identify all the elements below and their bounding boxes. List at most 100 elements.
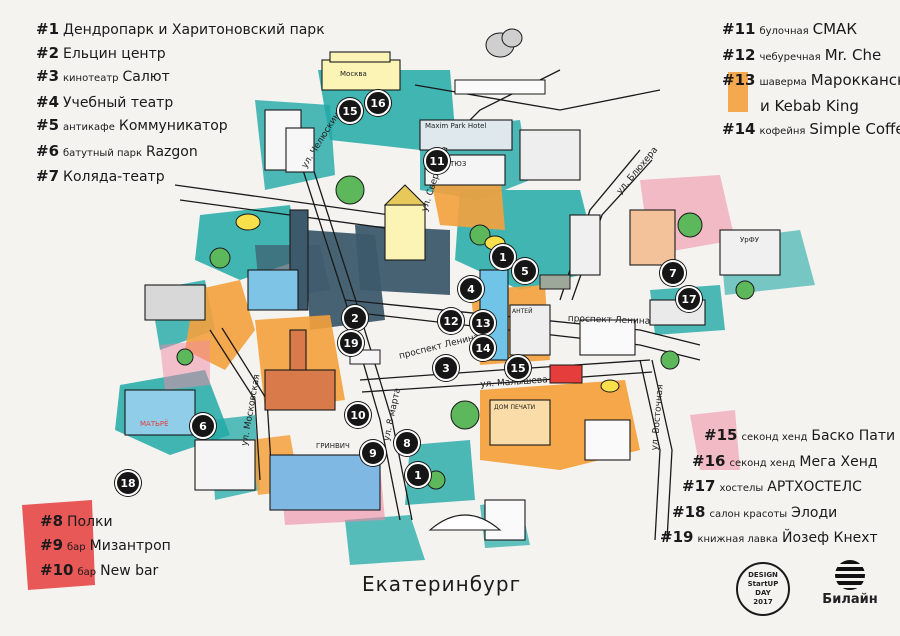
legend-name: Мега Хенд [799, 453, 878, 470]
legend-num: #18 [672, 502, 706, 521]
logo-text: DESIGN [748, 571, 778, 579]
design-startup-day-logo: DESIGN StartUP DAY 2017 [736, 562, 790, 616]
legend-num: #4 [36, 92, 60, 111]
map-pin-1[interactable]: 1 [490, 244, 516, 270]
legend-num: #1 [36, 20, 60, 38]
map-pin-14[interactable]: 14 [470, 335, 496, 361]
legend-name: Баско Пати [811, 428, 896, 444]
legend-name: Коляда-театр [63, 169, 165, 185]
legend-name: АРТХОСТЕЛС [767, 479, 862, 495]
legend-type: секонд хенд [741, 432, 808, 443]
legend-name: Марокканская [810, 71, 900, 89]
legend-type: бар [77, 567, 97, 578]
map-pin-8[interactable]: 8 [394, 430, 420, 456]
trees [176, 175, 755, 490]
legend-num: #14 [722, 120, 756, 138]
map-pin-10[interactable]: 10 [345, 402, 371, 428]
map-pin-13[interactable]: 13 [470, 310, 496, 336]
legend-num: #2 [36, 43, 60, 62]
legend-num: #3 [36, 67, 60, 85]
legend-name: Коммуникатор [118, 118, 228, 134]
map-pin-7[interactable]: 7 [660, 260, 686, 286]
building-sign-cinema: Москва [340, 70, 367, 78]
legend-name: Razgon [146, 143, 198, 160]
legend-name: Полки [67, 514, 113, 530]
map-pin-4[interactable]: 4 [458, 276, 484, 302]
legend-type: чебуречная [759, 51, 821, 63]
map-pin-15[interactable]: 15 [337, 98, 363, 124]
legend-name: Мизантроп [89, 537, 171, 554]
legend-num: #6 [36, 141, 60, 160]
logo-text: DAY [755, 589, 771, 597]
map-pin-11[interactable]: 11 [424, 148, 450, 174]
map-pin-19[interactable]: 19 [338, 330, 364, 356]
legend-name: Дендропарк и Харитоновский парк [63, 22, 325, 38]
legend-num: #16 [692, 451, 726, 470]
legend-name: New bar [100, 563, 159, 579]
map-pin-6[interactable]: 6 [190, 413, 216, 439]
legend-type: батутный парк [63, 147, 143, 159]
map-pin-18[interactable]: 18 [115, 470, 141, 496]
city-title: Екатеринбург [362, 572, 522, 596]
logo-text: StartUP [747, 580, 779, 588]
cloud-icon [485, 28, 523, 58]
map-pin-3[interactable]: 3 [433, 355, 459, 381]
legend-num: #8 [40, 512, 64, 530]
legend-name: Йозеф Кнехт [781, 530, 878, 546]
legend-type: антикафе [63, 122, 115, 133]
map-pin-16[interactable]: 16 [365, 90, 391, 116]
legend-type: книжная лавка [697, 534, 778, 545]
legend-item[interactable]: и Kebab King [722, 95, 900, 119]
legend-name: и Kebab King [760, 96, 859, 115]
map-pin-5[interactable]: 5 [512, 258, 538, 284]
legend-type: бар [67, 541, 86, 553]
map-pin-1[interactable]: 1 [405, 462, 431, 488]
map-pin-2[interactable]: 2 [342, 305, 368, 331]
legend-num: #19 [660, 528, 694, 546]
legend-num: #12 [722, 45, 756, 64]
beeline-logo: Билайн [820, 560, 880, 607]
beeline-label: Билайн [822, 592, 878, 607]
legend-name: Ельцин центр [63, 45, 166, 62]
map-pin-9[interactable]: 9 [360, 440, 386, 466]
legend-type: хостелы [719, 483, 764, 494]
vehicles [235, 79, 620, 393]
legend-type: шаверма [759, 77, 807, 88]
map-pin-12[interactable]: 12 [438, 308, 464, 334]
legend-item[interactable]: #13шавермаМарокканская [722, 69, 900, 95]
building-sign-greenwich: ГРИНВИЧ [316, 442, 350, 450]
legend-name: Mr. Che [824, 45, 882, 64]
legend-num: #7 [36, 167, 60, 185]
legend-name: Элоди [791, 504, 838, 521]
legend-num: #15 [704, 426, 738, 444]
legend-num: #5 [36, 116, 60, 134]
beeline-icon [835, 560, 865, 590]
map-pin-17[interactable]: 17 [676, 286, 702, 312]
map-pin-15[interactable]: 15 [505, 355, 531, 381]
legend-name: СМАК [812, 20, 857, 38]
legend-name: Салют [122, 69, 170, 85]
legend-name: Учебный театр [63, 94, 174, 111]
